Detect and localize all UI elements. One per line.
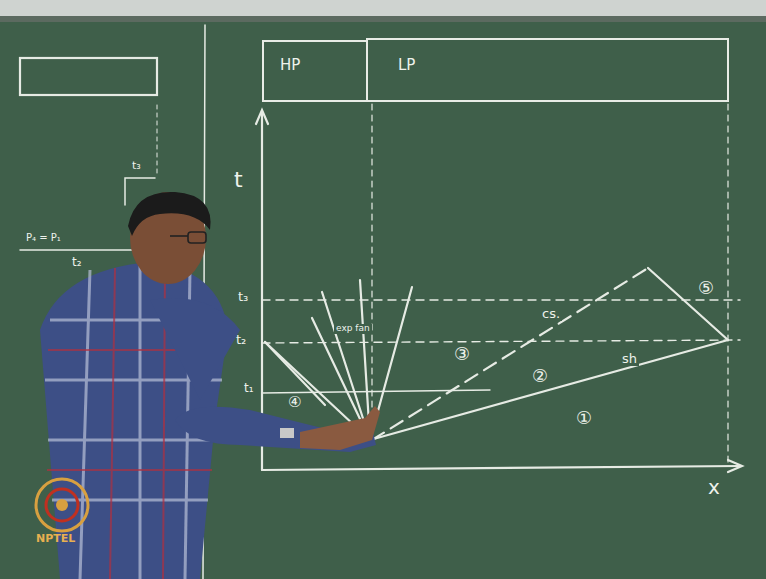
wave-label: cs. <box>540 307 562 321</box>
tube-section: LP <box>366 38 729 102</box>
time-label: t₃ <box>236 290 250 304</box>
axis-label: x <box>706 476 722 498</box>
time-label: t₁ <box>242 382 256 395</box>
region-number: ② <box>530 366 550 386</box>
region-number: ③ <box>452 344 472 364</box>
region-number: ⑤ <box>696 278 716 298</box>
time-label: t₂ <box>234 333 248 347</box>
section-label: HP <box>280 56 300 74</box>
time-label: t₂ <box>70 256 84 269</box>
wave-label: sh <box>620 352 639 366</box>
axis-label: t <box>232 168 245 192</box>
tube-section: HP <box>262 40 368 102</box>
time-label: t₃ <box>130 160 143 172</box>
watermark: NPTEL <box>34 533 77 545</box>
pressure-note: P₄ = P₁ <box>24 232 63 243</box>
wave-label: exp fan <box>334 324 372 334</box>
region-number: ① <box>574 408 594 428</box>
section-label: LP <box>398 56 415 74</box>
region-number: ④ <box>286 394 303 411</box>
